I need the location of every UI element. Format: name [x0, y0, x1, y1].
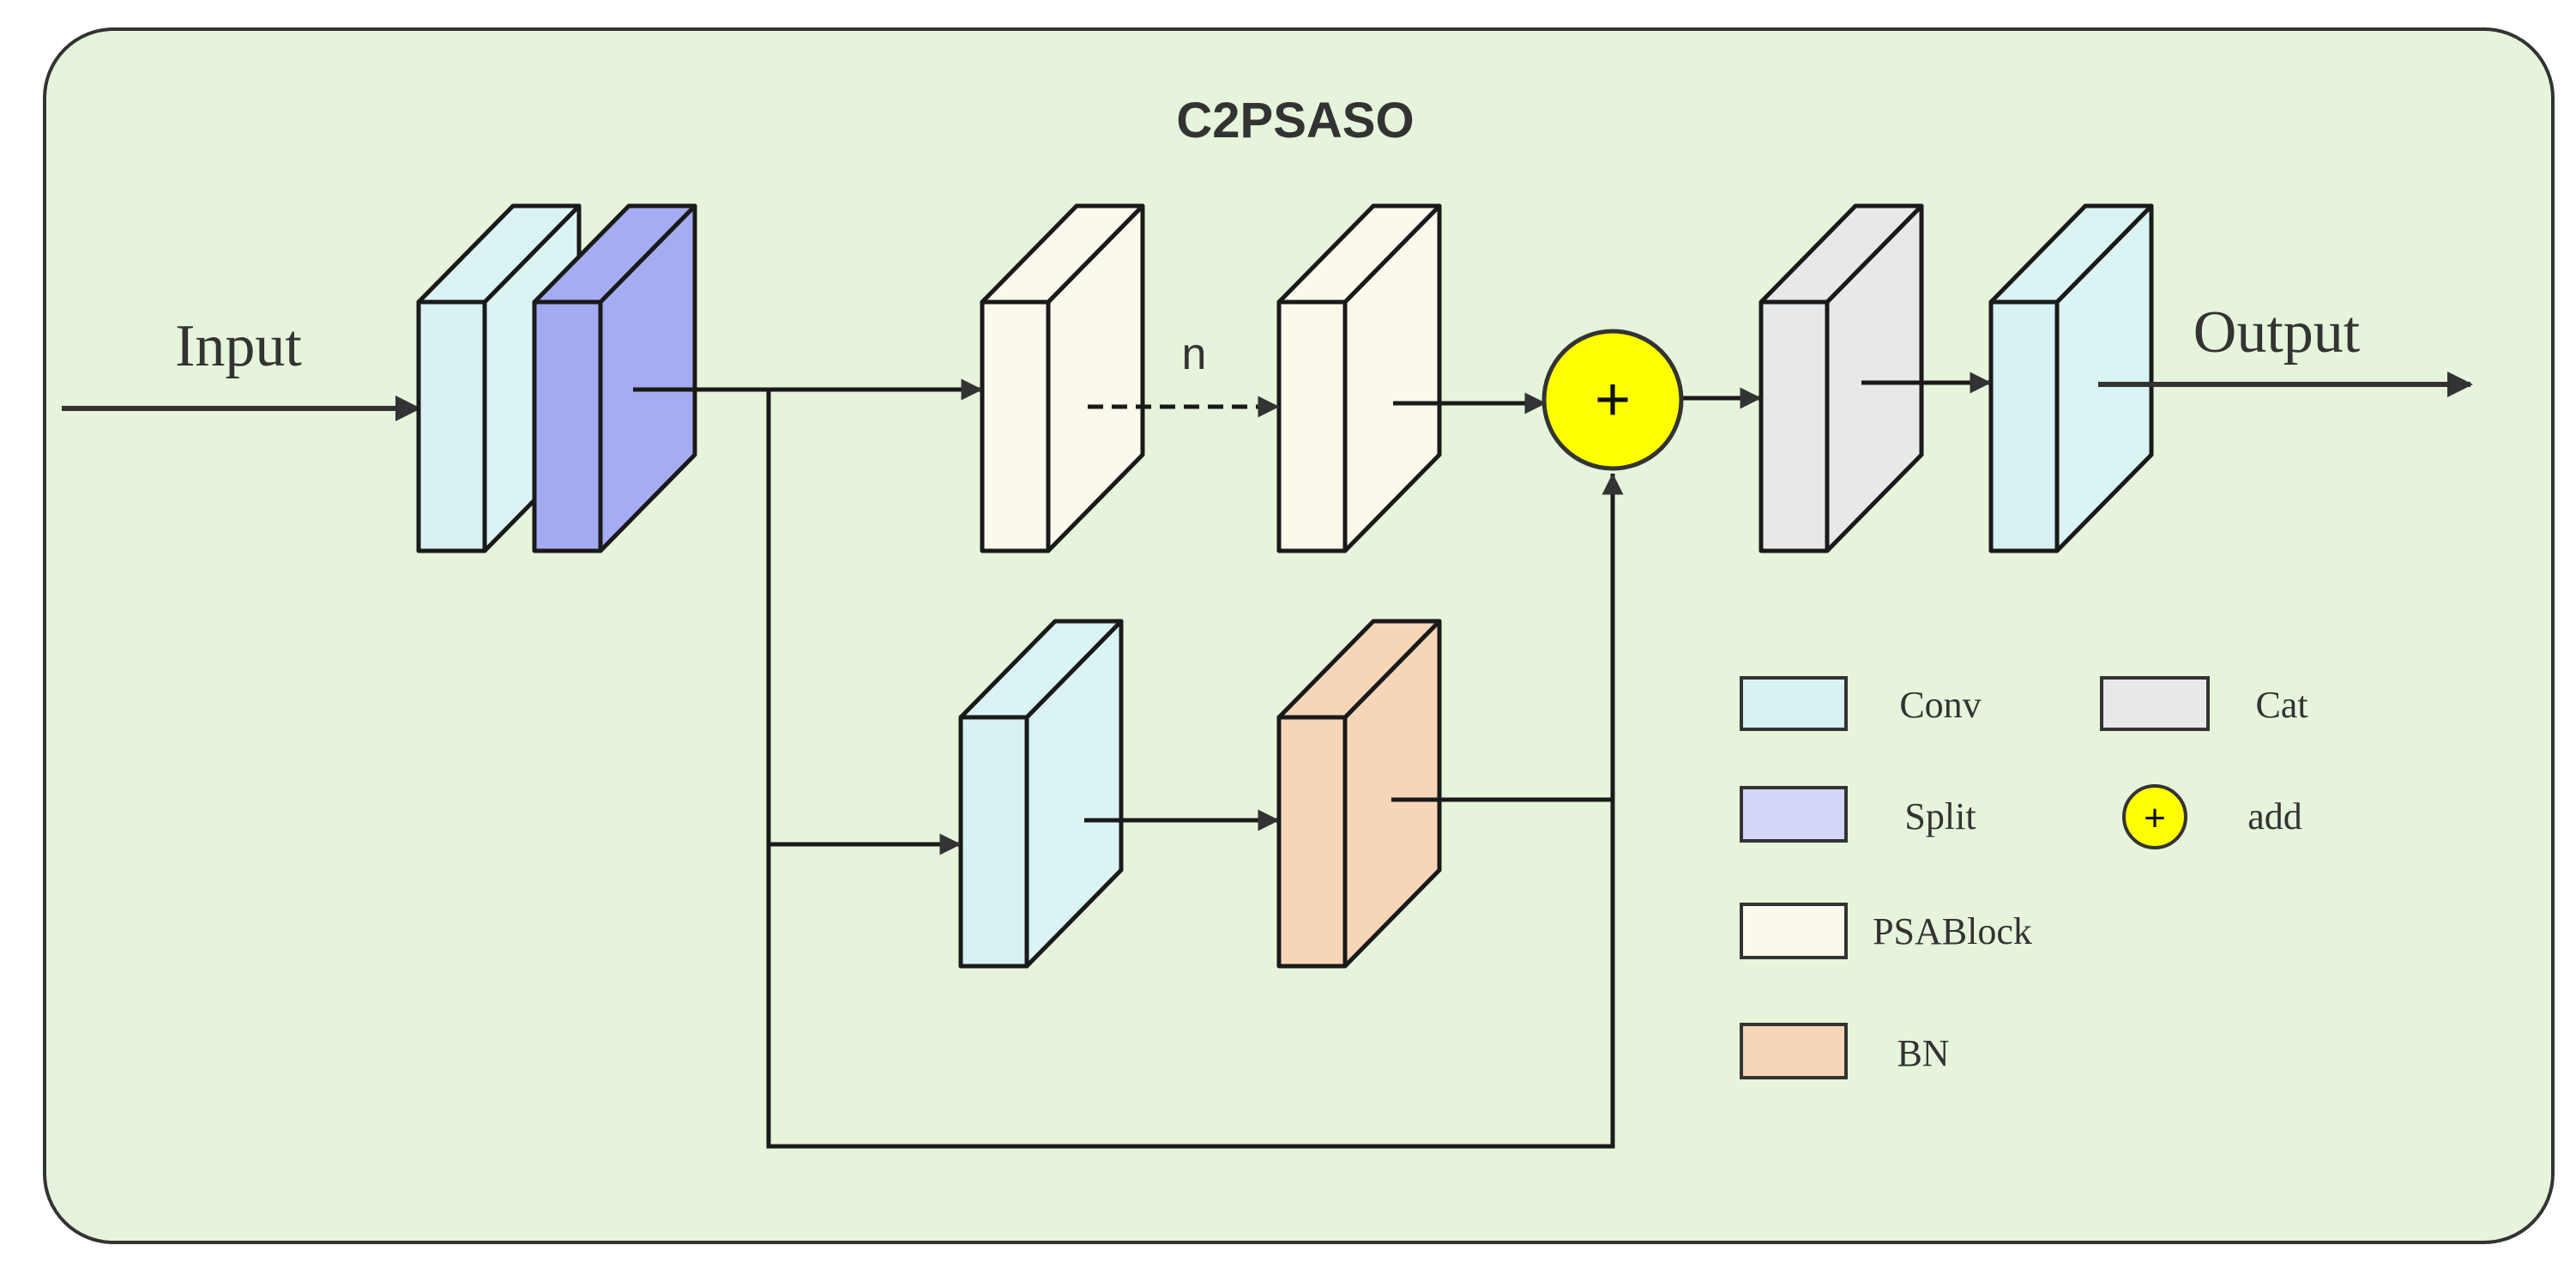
legend-item-split: Split [1740, 786, 1976, 843]
split-block [532, 203, 697, 553]
legend-swatch-add [2122, 784, 2187, 849]
psablock-1 [980, 203, 1145, 553]
legend-swatch-cat [2100, 676, 2210, 731]
legend-label-add: add [2247, 795, 2302, 837]
legend-label-cat: Cat [2255, 684, 2308, 726]
psablock-n [1276, 203, 1442, 553]
legend-item-psablock: PSABlock [1740, 903, 2032, 959]
legend-swatch-add-symbol: + [2144, 797, 2166, 839]
legend-swatch-bn [1740, 1023, 1848, 1079]
legend-label-split: Split [1904, 795, 1976, 837]
connections [633, 372, 1992, 1149]
cat-block [1759, 203, 1924, 553]
add-node: + [1541, 329, 1684, 471]
add-node-symbol: + [1595, 366, 1631, 434]
legend-label-psablock: PSABlock [1873, 910, 2032, 952]
legend-item-bn: BN [1740, 1023, 1950, 1079]
output-label: Output [2193, 299, 2361, 366]
conv-block-output [1988, 203, 2154, 553]
legend-label-bn: BN [1897, 1032, 1949, 1074]
legend-label-conv: Conv [1899, 684, 1981, 726]
input-label: Input [175, 313, 302, 379]
diagram-panel [43, 27, 2555, 1244]
legend-swatch-split [1740, 786, 1848, 843]
legend: Conv Split PSABlock BN Cat + add [1740, 676, 2308, 1079]
legend-item-conv: Conv [1740, 676, 1982, 731]
repeat-label: n [1182, 329, 1207, 379]
legend-swatch-psablock [1740, 903, 1848, 959]
diagram-title: C2PSASO [1176, 93, 1414, 148]
legend-item-add: + add [2122, 784, 2302, 849]
legend-item-cat: Cat [2100, 676, 2308, 731]
legend-swatch-conv [1740, 676, 1848, 731]
bn-block [1276, 619, 1442, 969]
